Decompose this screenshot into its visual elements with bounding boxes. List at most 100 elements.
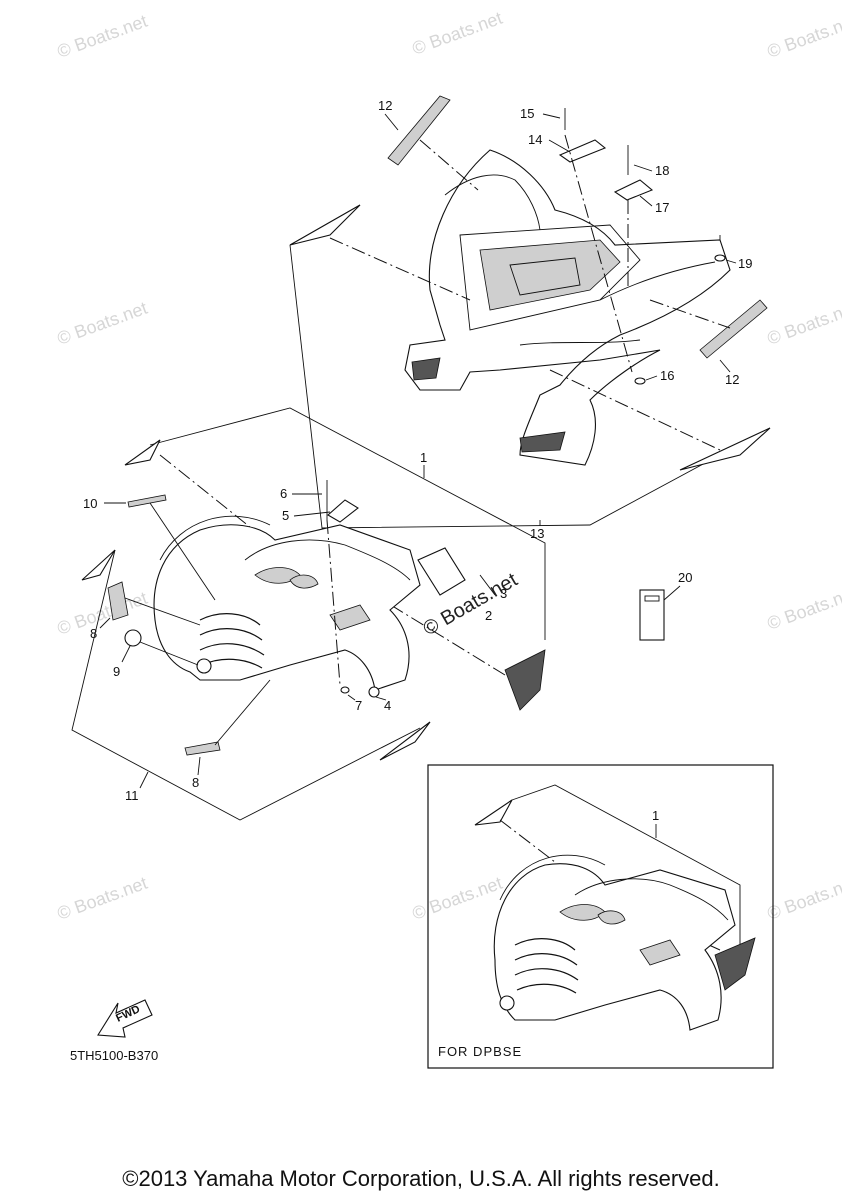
decal-11-corner-right: [379, 721, 431, 761]
rear-fender-right-edge: [599, 261, 716, 301]
rear-fender-group: [289, 95, 771, 529]
part-14-tag: [558, 139, 607, 163]
rear-fender-storage-inner: [509, 257, 581, 296]
watermark: © Boats.net: [410, 8, 505, 59]
leader-6: [326, 519, 341, 686]
callout-12b-line: [719, 359, 731, 373]
front-fender-body: [153, 524, 421, 691]
callout-8b-line: [197, 756, 201, 776]
grille-slat-3: [199, 643, 265, 656]
decal-11-corner: [81, 549, 116, 581]
inset-grille-4: [516, 983, 577, 994]
decal-sheet-13-outline: [289, 244, 771, 529]
front-fender-arch: [159, 515, 271, 561]
callout-labels: 12 15 14 18 17 19 16 12 13 1 6 5 10 3 2 …: [83, 98, 752, 803]
decal-10: [127, 494, 167, 508]
callout-12a-line: [384, 113, 399, 131]
callout-18-line: [633, 164, 653, 172]
decal-1-corner: [124, 439, 161, 466]
part-7-grommet: [340, 686, 350, 694]
watermarks: © Boats.net © Boats.net © Boats.net © Bo…: [55, 8, 842, 924]
copyright-notice: ©2013 Yamaha Motor Corporation, U.S.A. A…: [122, 1166, 720, 1191]
decal-20-stripe: [644, 595, 660, 602]
part-19-grommet: [714, 254, 726, 262]
callout-16: 16: [660, 368, 674, 383]
callout-4: 4: [384, 698, 391, 713]
front-fender-panel: [329, 604, 371, 631]
callout-10: 10: [83, 496, 97, 511]
inset-grille-3: [514, 968, 579, 981]
callout-7: 7: [355, 698, 362, 713]
inset-frame: [427, 764, 774, 1069]
inset-fender-body: [493, 863, 736, 1031]
inset-fender-top: [574, 878, 729, 921]
leader-8-bottom: [214, 679, 271, 746]
decal-20: [639, 589, 665, 641]
callout-20: 20: [678, 570, 692, 585]
callout-8a-line: [99, 617, 111, 629]
callout-5-line: [293, 511, 331, 517]
front-fender-top-line: [244, 539, 411, 581]
inset-grille-2: [514, 953, 578, 966]
callout-6: 6: [280, 486, 287, 501]
callout-17: 17: [655, 200, 669, 215]
inset-fender-hole: [499, 995, 515, 1011]
part-5-tag: [327, 499, 359, 523]
part-2-stem: [479, 574, 496, 596]
rear-fender-left-arch: [444, 174, 541, 231]
callout-14-line: [548, 139, 571, 153]
part-17-tag: [613, 179, 654, 201]
front-fender-group: [71, 407, 665, 821]
decal-sheet-1-outline: [149, 407, 546, 640]
decal-8-bottom: [184, 741, 221, 756]
callout-8b: 8: [192, 775, 199, 790]
inset-fender-panel: [639, 939, 681, 966]
leader-8-left: [124, 597, 201, 626]
inset-fender-arch: [499, 854, 606, 901]
decal-13-corner-right: [679, 427, 771, 471]
watermark: © Boats.net: [765, 11, 842, 62]
leader-13-right: [549, 369, 721, 451]
callout-14: 14: [528, 132, 542, 147]
leader-12-right: [649, 299, 731, 329]
drawing-code: 5TH5100-B370: [70, 1048, 158, 1063]
decal-1-side: [504, 649, 546, 711]
inset-decal-corner: [474, 799, 513, 826]
leader-9: [139, 641, 199, 666]
inset-decal-side: [714, 937, 756, 991]
grille-slat-2: [199, 628, 263, 641]
rear-mudflap-left: [411, 357, 441, 381]
callout-19-line: [725, 259, 737, 264]
leader-15: [564, 134, 633, 373]
callout-20-line: [663, 585, 681, 601]
decal-12-left: [387, 95, 451, 166]
decal-12-right: [699, 299, 768, 359]
decal-13-corner-left: [289, 204, 361, 246]
callout-2: 2: [485, 608, 492, 623]
fwd-arrow-icon: [97, 999, 153, 1038]
callout-16-line: [645, 375, 658, 381]
inset-grille-1: [514, 938, 576, 951]
callout-18: 18: [655, 163, 669, 178]
callout-12a: 12: [378, 98, 392, 113]
callout-4-line: [375, 696, 387, 701]
callout-8a: 8: [90, 626, 97, 641]
inset-decal-outline: [511, 784, 741, 975]
front-headlight-right: [289, 574, 319, 589]
callout-1: 1: [420, 450, 427, 465]
rear-mudflap-right: [519, 431, 566, 453]
decal-9: [124, 629, 142, 647]
callout-9-line: [121, 645, 131, 663]
inset-headlight-right: [597, 910, 626, 925]
rear-fender-mid-line: [519, 339, 641, 346]
watermark: © Boats.net: [55, 298, 150, 349]
watermark: © Boats.net: [765, 298, 842, 349]
part-3-plate: [417, 547, 466, 596]
rear-fender-deck: [459, 224, 641, 331]
callout-13: 13: [530, 526, 544, 541]
callout-19: 19: [738, 256, 752, 271]
callout-9: 9: [113, 664, 120, 679]
leader-1: [159, 454, 261, 536]
inset-leader: [499, 819, 586, 886]
callout-15: 15: [520, 106, 534, 121]
